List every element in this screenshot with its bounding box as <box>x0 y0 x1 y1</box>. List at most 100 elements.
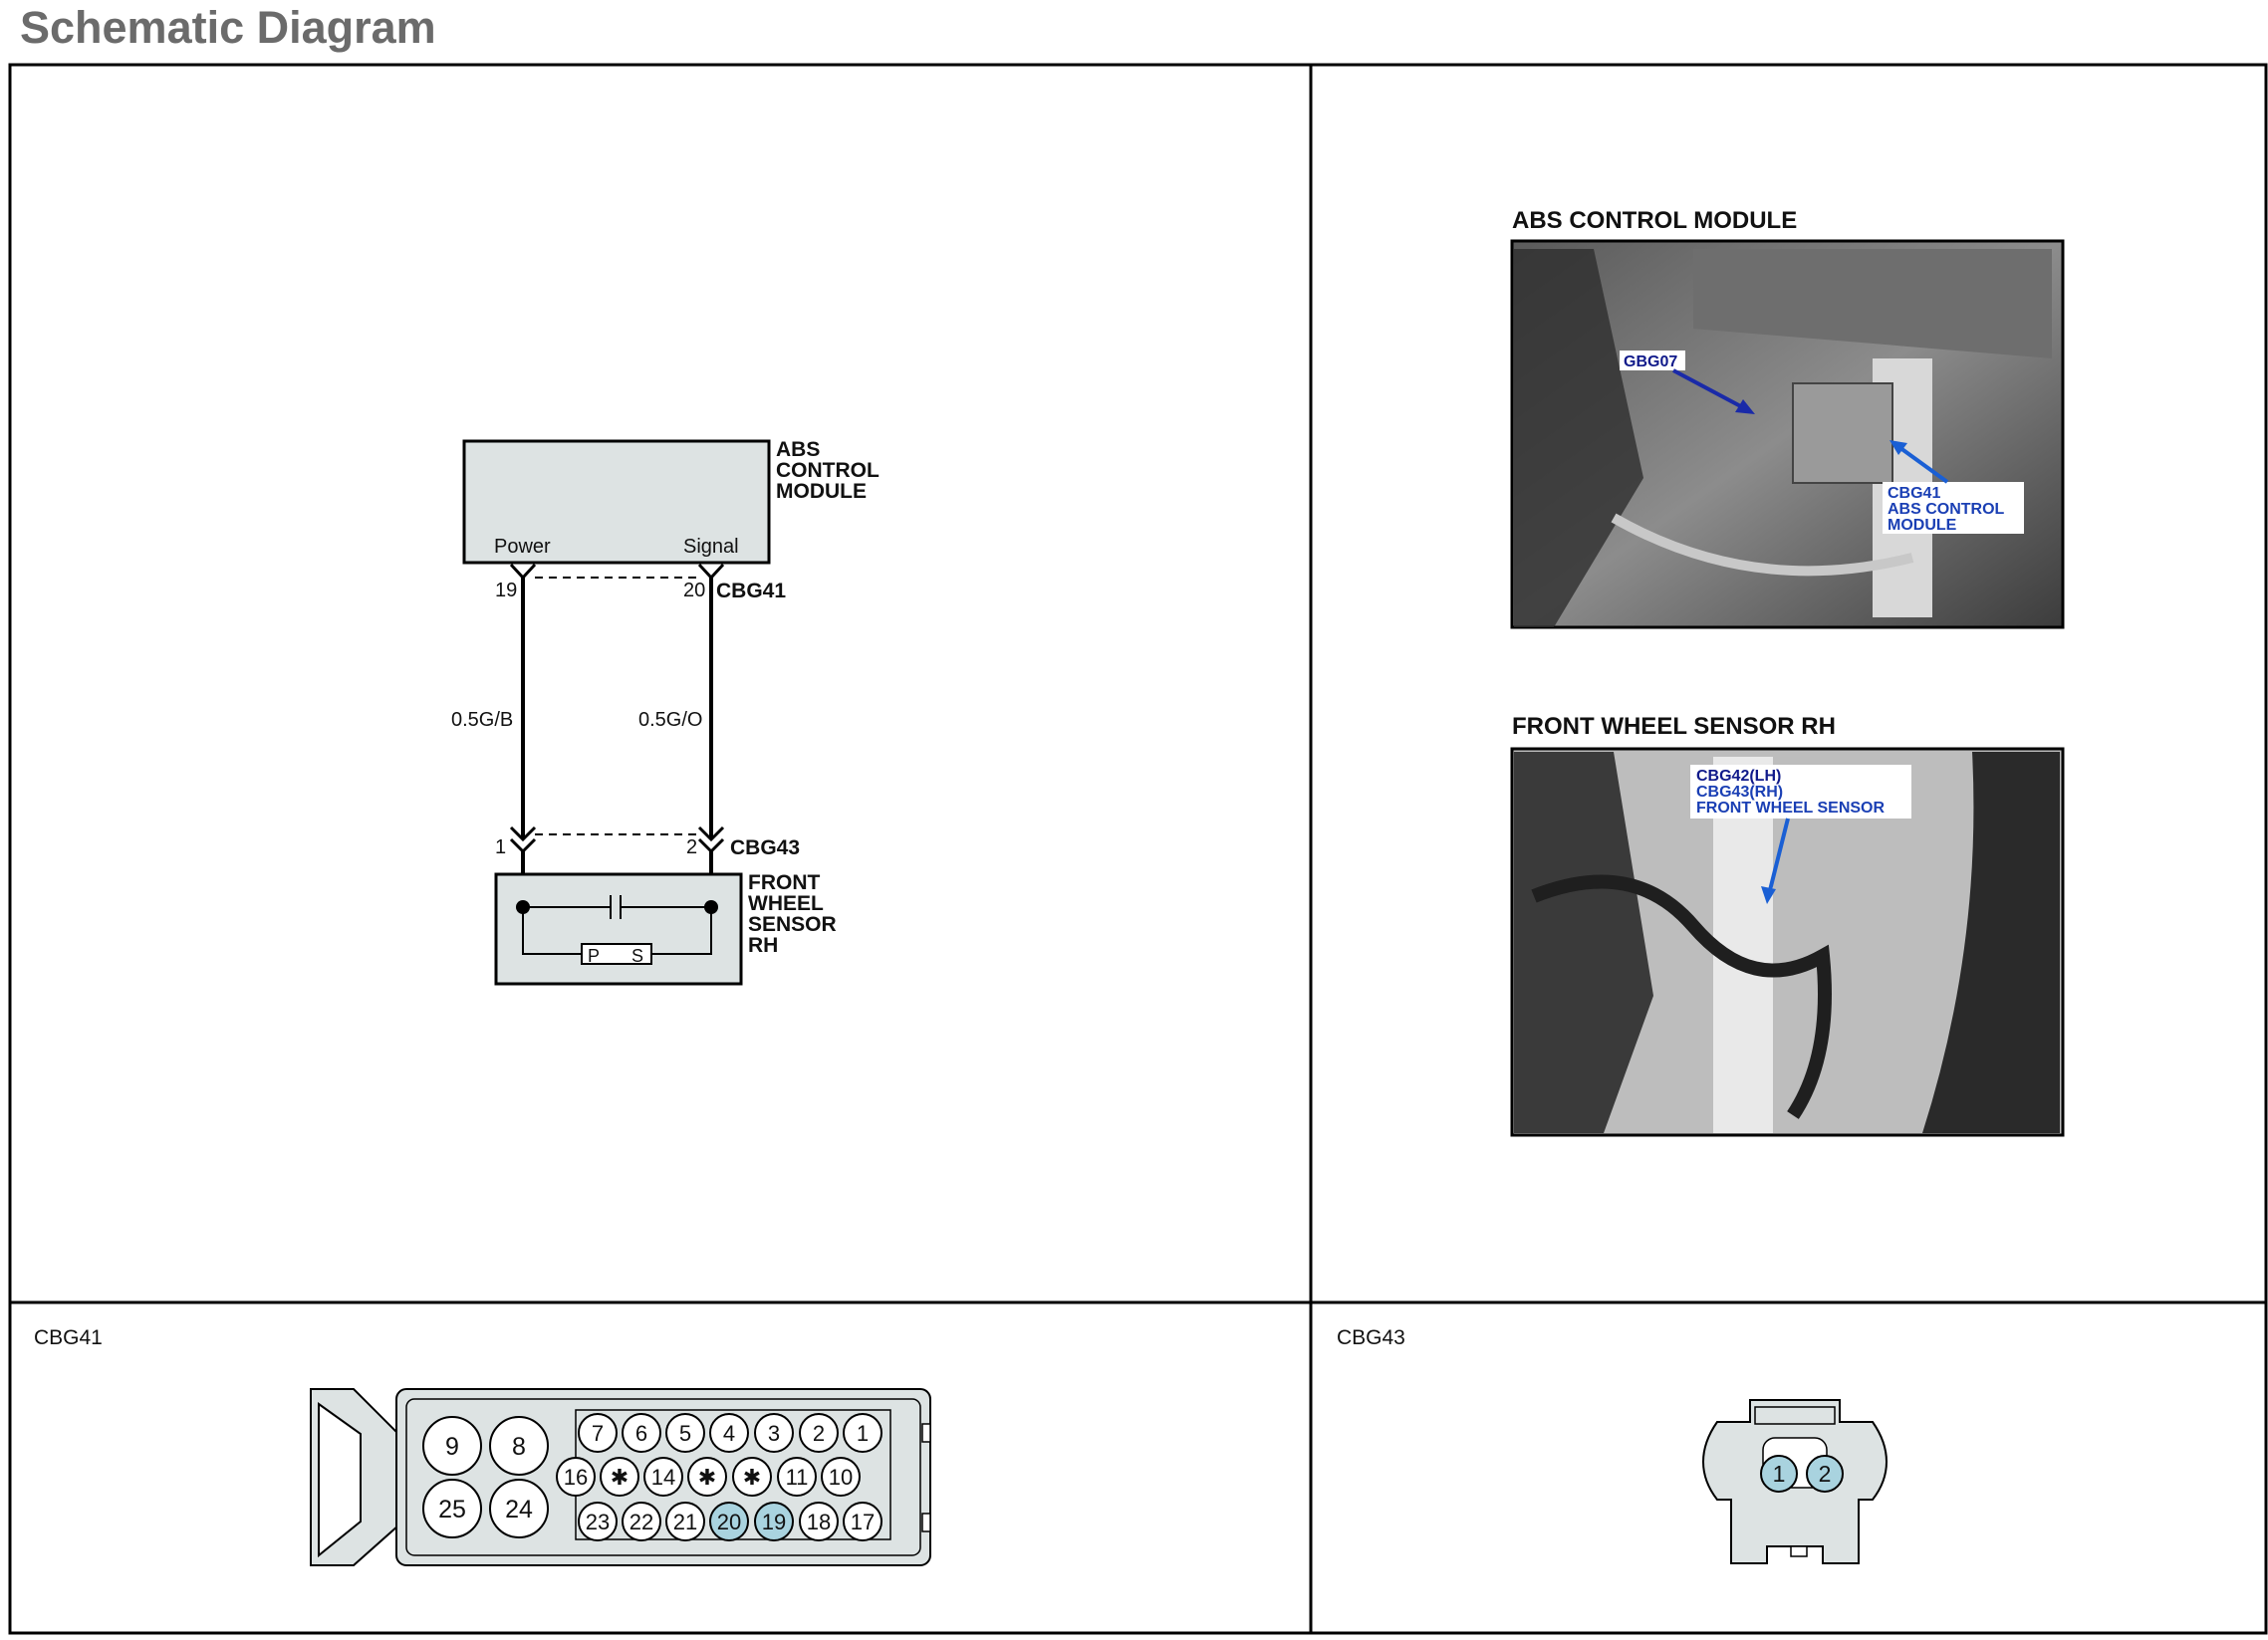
cbg41-pin-number: 11 <box>786 1465 809 1490</box>
cbg41-key <box>921 1423 931 1443</box>
ps-element-box <box>581 943 652 965</box>
photo-hose-shape <box>1611 513 1914 577</box>
pin-power-label: Power <box>494 536 551 558</box>
cbg41-pin-number: 9 <box>445 1433 459 1461</box>
cbg41-pin <box>665 1413 705 1453</box>
cbg41-pin <box>777 1457 817 1497</box>
cbg41-pin <box>754 1413 794 1453</box>
cbg41-pin-number: 1 <box>857 1421 869 1446</box>
page-title: Schematic Diagram <box>20 2 436 53</box>
photo-tire-shape <box>1514 752 1653 1133</box>
photo-harness-shape <box>1531 874 1832 1119</box>
cbg41-pin-number: 25 <box>438 1496 466 1523</box>
sensor-label-3: SENSOR <box>748 913 837 936</box>
callout-cbg41-1: CBG41 <box>1888 485 1940 502</box>
cbg41-pin-number: 5 <box>679 1421 691 1446</box>
callout-cbg43: CBG43(RH) <box>1696 784 1783 801</box>
cbg41-latch-detail <box>318 1402 362 1558</box>
connector-cbg41-label: CBG41 <box>716 580 786 602</box>
pin-signal-label: Signal <box>683 536 739 558</box>
sensor-internal-wire <box>651 907 712 955</box>
cbg43-key <box>1790 1545 1808 1557</box>
cbg41-pin <box>422 1416 482 1476</box>
abs-module-label-3: MODULE <box>776 480 867 503</box>
sensor-label-4: RH <box>748 934 778 957</box>
pin-2-label: 2 <box>686 836 697 858</box>
abs-module-label-1: ABS <box>776 438 820 461</box>
cbg43-face-label: CBG43 <box>1337 1326 1405 1349</box>
cbg41-pin-number: 17 <box>851 1510 875 1534</box>
cbg43-pin-1-number: 1 <box>1773 1461 1786 1487</box>
callout-front-wheel-sensor: FRONT WHEEL SENSOR <box>1696 800 1885 817</box>
cbg43-pin-1 <box>1760 1455 1798 1493</box>
cbg41-pin <box>754 1502 794 1541</box>
cbg41-pin <box>843 1502 882 1541</box>
cbg41-pin <box>622 1413 661 1453</box>
arrow-head-icon <box>1735 399 1755 414</box>
callout-gbg07-box <box>1620 351 1685 370</box>
wire-right-color: 0.5G/O <box>638 709 702 731</box>
cbg41-pin <box>709 1502 749 1541</box>
abs-photo-heading: ABS CONTROL MODULE <box>1512 207 1797 234</box>
callout-cbg41-3: MODULE <box>1888 517 1957 534</box>
pin-1-label: 1 <box>495 836 506 858</box>
cbg41-pin-number: 24 <box>505 1496 533 1523</box>
cbg41-pin <box>643 1457 683 1497</box>
cbg41-pin <box>600 1457 639 1497</box>
cbg41-pin <box>578 1502 618 1541</box>
cbg41-pin-number: ✱ <box>743 1465 761 1490</box>
callout-cbg41-box <box>1883 482 2024 534</box>
abs-module-photo-panel: ABS CONTROL MODULE GBG07 CBG41 ABS CONTR… <box>1510 207 2065 629</box>
cbg41-pin <box>687 1457 727 1497</box>
sensor-internal-wire <box>522 907 582 955</box>
pin-19-label: 19 <box>495 580 517 601</box>
arrow-icon <box>1767 818 1790 895</box>
cbg43-lock <box>1754 1406 1836 1425</box>
wire-left-color: 0.5G/B <box>451 709 513 731</box>
callout-cbg41-2: ABS CONTROL <box>1888 501 2005 518</box>
photo-fender-shape <box>1922 752 2060 1133</box>
cbg41-pin-number: 10 <box>829 1465 853 1490</box>
arrow-head-icon <box>1890 440 1907 455</box>
photo-shadow-shape <box>1514 249 1643 627</box>
cbg41-pin <box>622 1502 661 1541</box>
abs-module-box <box>462 439 771 565</box>
ps-p-label: P <box>588 946 600 966</box>
cbg41-pin <box>422 1479 482 1538</box>
arrow-icon <box>1672 368 1749 412</box>
cbg41-pin <box>665 1502 705 1541</box>
cbg43-pin-2-number: 2 <box>1819 1461 1832 1487</box>
wheel-sensor-photo-panel: FRONT WHEEL SENSOR RH CBG42(LH) CBG43(RH… <box>1510 713 2065 1137</box>
cbg41-pin-number: 8 <box>512 1433 526 1461</box>
cbg41-key <box>921 1513 931 1532</box>
cbg43-pin-2 <box>1806 1455 1844 1493</box>
wheel-photo-heading: FRONT WHEEL SENSOR RH <box>1512 713 1836 740</box>
cbg41-pin-number: 19 <box>762 1510 786 1534</box>
cbg41-housing-inner <box>405 1398 921 1556</box>
cbg41-pin <box>489 1479 549 1538</box>
cbg41-face-label: CBG41 <box>34 1326 103 1349</box>
callout-cbg42: CBG42(LH) <box>1696 768 1781 785</box>
cbg41-pin <box>843 1413 882 1453</box>
cbg41-pin <box>821 1457 861 1497</box>
cbg41-pin <box>799 1413 839 1453</box>
connector-cbg43-label: CBG43 <box>730 836 800 859</box>
cbg41-pin-number: ✱ <box>698 1465 716 1490</box>
cbg41-pin-number: 4 <box>723 1421 735 1446</box>
cbg41-pin <box>709 1413 749 1453</box>
arrow-icon <box>1894 443 1949 484</box>
cbg41-pin-number: 14 <box>651 1465 675 1490</box>
cbg41-pin-number: 3 <box>768 1421 780 1446</box>
cbg41-pin-number: ✱ <box>611 1465 629 1490</box>
cbg41-pin <box>489 1416 549 1476</box>
cbg41-pin-number: 20 <box>717 1510 741 1534</box>
cbg41-pin-number: 18 <box>807 1510 831 1534</box>
cbg41-pin-number: 22 <box>630 1510 653 1534</box>
connector-cbg43-face: CBG43 1 2 <box>1337 1326 1889 1564</box>
cbg41-pin-number: 6 <box>635 1421 647 1446</box>
cbg41-pin-number: 2 <box>813 1421 825 1446</box>
cbg41-pin-number: 16 <box>564 1465 588 1490</box>
wiring-schematic: ABS CONTROL MODULE Power Signal 19 20 CB… <box>451 438 880 986</box>
photo-module-shape <box>1792 382 1893 484</box>
